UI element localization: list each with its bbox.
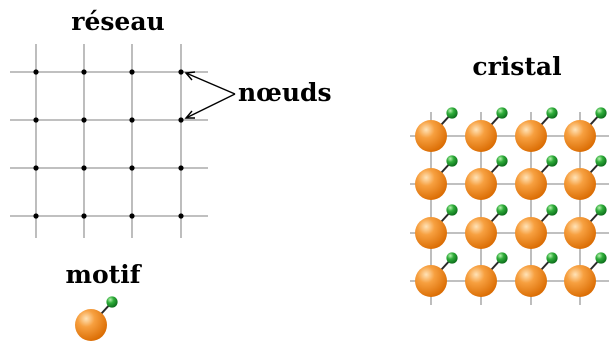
arrow-to-node-lower (185, 93, 236, 119)
crystal-label: cristal (472, 52, 561, 81)
crystal-structure (410, 107, 609, 305)
arrow-to-node-upper (185, 72, 236, 95)
small-atom (446, 252, 458, 264)
large-atom (515, 120, 547, 152)
lattice-node (33, 213, 39, 219)
small-atom (496, 204, 508, 216)
large-atom (564, 217, 596, 249)
lattice-grid (10, 44, 208, 238)
small-atom (496, 252, 508, 264)
large-atom (415, 120, 447, 152)
small-atom (595, 155, 607, 167)
lattice-node (81, 165, 87, 171)
small-atom (595, 204, 607, 216)
lattice-node (129, 117, 135, 123)
nodes-label: nœuds (238, 78, 332, 107)
small-atom (546, 107, 558, 119)
large-atom (465, 168, 497, 200)
lattice-node (178, 165, 184, 171)
lattice-label: réseau (71, 7, 164, 36)
lattice-node (81, 69, 87, 75)
lattice-node (81, 117, 87, 123)
small-atom (546, 252, 558, 264)
large-atom (515, 217, 547, 249)
large-atom (515, 265, 547, 297)
large-atom (564, 120, 596, 152)
large-atom (415, 265, 447, 297)
motif-group (75, 296, 118, 341)
lattice-node (129, 69, 135, 75)
lattice-node (178, 213, 184, 219)
large-atom (465, 217, 497, 249)
small-atom (546, 204, 558, 216)
small-atom (106, 296, 118, 308)
large-atom (75, 309, 107, 341)
arrowhead-lower (184, 110, 195, 119)
large-atom (465, 265, 497, 297)
lattice-node (178, 69, 184, 75)
small-atom (546, 155, 558, 167)
large-atom (415, 217, 447, 249)
large-atom (564, 168, 596, 200)
lattice-node (178, 117, 184, 123)
small-atom (496, 107, 508, 119)
small-atom (496, 155, 508, 167)
lattice-node (33, 165, 39, 171)
small-atom (595, 252, 607, 264)
small-atom (595, 107, 607, 119)
lattice-node (129, 165, 135, 171)
large-atom (465, 120, 497, 152)
small-atom (446, 155, 458, 167)
lattice-node (81, 213, 87, 219)
small-atom (446, 107, 458, 119)
small-atom (446, 204, 458, 216)
large-atom (564, 265, 596, 297)
lattice-node (33, 117, 39, 123)
motif-label: motif (66, 260, 143, 289)
lattice-node (129, 213, 135, 219)
large-atom (515, 168, 547, 200)
large-atom (415, 168, 447, 200)
arrowhead-upper (184, 71, 196, 81)
lattice-node (33, 69, 39, 75)
nodes-arrows (184, 71, 236, 119)
